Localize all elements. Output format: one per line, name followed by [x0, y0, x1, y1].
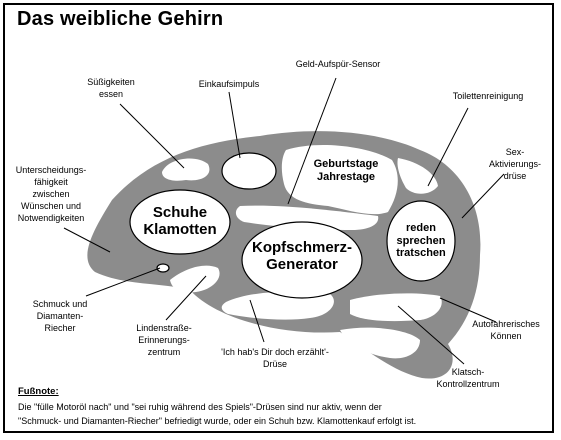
leader-unterscheidung	[63, 227, 111, 253]
fold-geburtstage	[281, 145, 398, 215]
leader-sex	[461, 173, 505, 219]
label-toilette: Toilettenreinigung	[452, 91, 524, 101]
leader-geld	[287, 77, 337, 205]
label-suessigkeiten: Süßigkeiten essen	[87, 77, 135, 99]
diagram-title: Das weibliche Gehirn	[17, 8, 224, 30]
leader-linden	[165, 275, 207, 321]
label-autofahr: Autofahrerisches Können	[472, 319, 540, 341]
label-ichhabs: 'Ich hab's Dir doch erzählt'- Drüse	[221, 347, 329, 369]
leader-toilette	[427, 107, 469, 187]
label-schmuck: Schmuck und Diamanten- Riecher	[32, 299, 88, 333]
leader-suessigkeiten	[119, 103, 185, 169]
region-geburtstage: Geburtstage Jahrestage	[313, 158, 379, 183]
label-einkaufsimpuls: Einkaufsimpuls	[198, 79, 260, 89]
ellipse-einkauf	[221, 152, 277, 190]
footnote-line-2: "Schmuck- und Diamanten-Riecher" befried…	[18, 416, 417, 426]
leader-ichhabs	[249, 299, 265, 343]
image-frame	[3, 3, 554, 433]
fold-klatsch	[340, 327, 420, 359]
label-geld: Geld-Aufspür-Sensor	[295, 59, 381, 69]
leader-autofahr	[439, 297, 497, 323]
label-sex: Sex- Aktivierungs- drüse	[488, 147, 542, 181]
fold-bottom-right	[350, 293, 442, 322]
region-schuhe: Schuhe Klamotten	[143, 204, 217, 239]
ellipse-schmuck	[156, 263, 170, 273]
footnote-heading: Fußnote:	[18, 386, 59, 397]
fold-bottom-left	[221, 291, 334, 320]
region-kopfschmerz: Kopfschmerz- Generator	[251, 239, 352, 274]
fold-linden	[170, 265, 220, 293]
leader-schmuck	[85, 267, 161, 297]
fold-sweets	[162, 158, 210, 181]
label-unterscheidung: Unterscheidungs- fähigkeit zwischen Wüns…	[15, 165, 87, 223]
leader-klatsch	[397, 305, 465, 365]
fold-top-right	[397, 158, 438, 194]
label-linden: Lindenstraße- Erinnerungs- zentrum	[136, 323, 192, 357]
ellipse-schuhe	[129, 189, 231, 255]
ellipse-kopfschmerz	[241, 221, 363, 299]
fold-mid-bar	[235, 205, 379, 230]
region-reden: reden sprechen tratschen	[396, 222, 446, 260]
footnote-line-1: Die "fülle Motoröl nach" und "sei ruhig …	[18, 402, 382, 412]
ellipse-reden	[386, 200, 456, 282]
label-klatsch: Klatsch- Kontrollzentrum	[436, 367, 500, 389]
leader-einkauf	[228, 91, 241, 159]
